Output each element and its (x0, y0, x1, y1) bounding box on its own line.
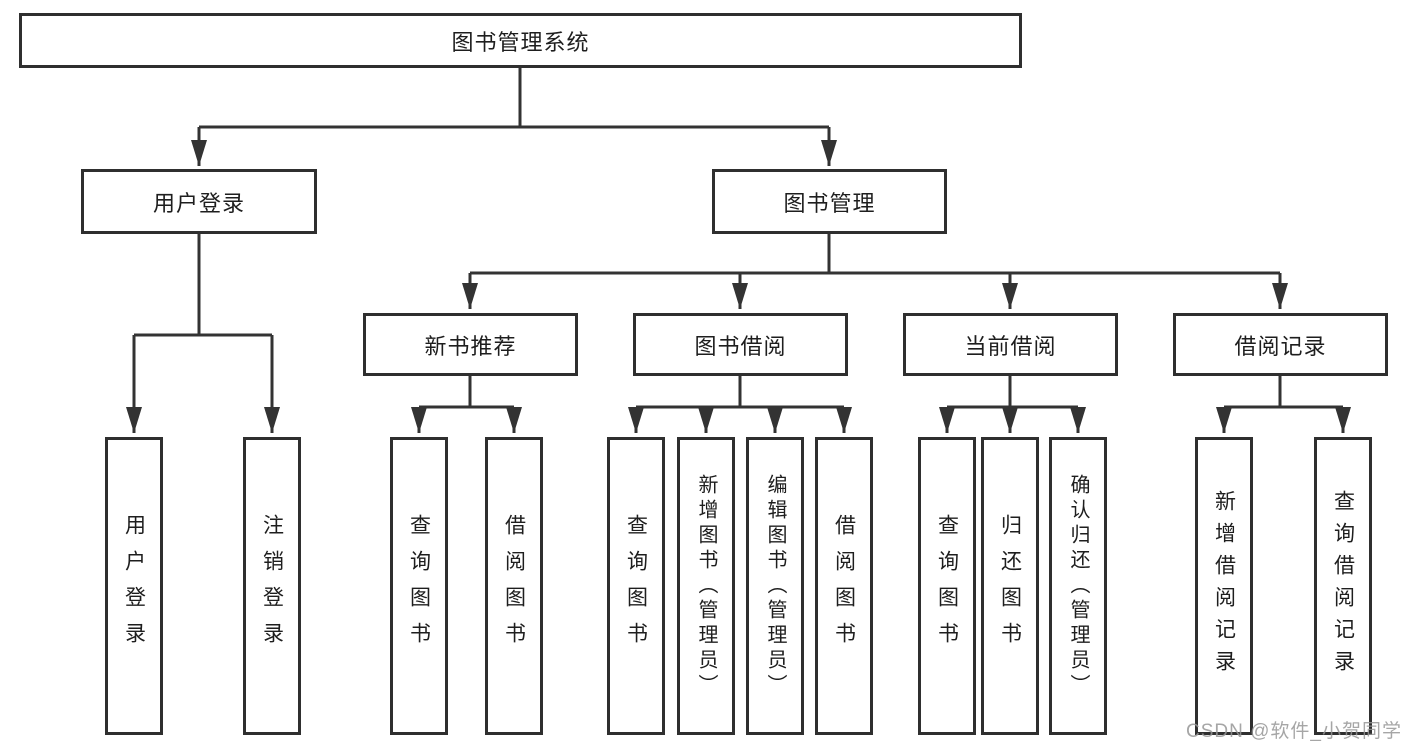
node-root-system: 图书管理系统 (19, 13, 1022, 68)
leaf-label: 查询图书 (935, 514, 959, 658)
node-leaf-borrow-books: 借阅图书 (815, 437, 873, 735)
leaf-label: 归还图书 (998, 514, 1022, 658)
node-leaf-add-books-admin: 新增图书（管理员） (677, 437, 735, 735)
arrow-stems (126, 127, 1351, 433)
node-current-borrowing: 当前借阅 (903, 313, 1118, 376)
leaf-label: 新增图书（管理员） (695, 473, 717, 699)
node-book-borrowing: 图书借阅 (633, 313, 848, 376)
leaf-label: 编辑图书（管理员） (764, 473, 786, 699)
leaf-label: 借阅图书 (832, 514, 856, 658)
node-leaf-logout: 注销登录 (243, 437, 301, 735)
node-leaf-return-books: 归还图书 (981, 437, 1039, 735)
leaf-label: 用户登录 (122, 514, 146, 658)
tree-trunk-lines (134, 68, 1343, 409)
leaf-label: 注销登录 (260, 514, 284, 658)
node-user-login: 用户登录 (81, 169, 317, 234)
leaf-label: 查询图书 (407, 514, 431, 658)
node-leaf-add-borrow-record: 新增借阅记录 (1195, 437, 1253, 735)
leaf-label: 查询图书 (624, 514, 648, 658)
node-book-management: 图书管理 (712, 169, 947, 234)
node-leaf-confirm-return-admin: 确认归还（管理员） (1049, 437, 1107, 735)
csdn-watermark: CSDN @软件_小贺同学 (1186, 721, 1402, 742)
node-leaf-query-books-current: 查询图书 (918, 437, 976, 735)
leaf-label: 新增借阅记录 (1212, 490, 1236, 682)
node-leaf-borrow-books-recommend: 借阅图书 (485, 437, 543, 735)
leaf-label: 查询借阅记录 (1331, 490, 1355, 682)
node-leaf-query-borrow-record: 查询借阅记录 (1314, 437, 1372, 735)
node-leaf-user-login: 用户登录 (105, 437, 163, 735)
node-leaf-query-books-recommend: 查询图书 (390, 437, 448, 735)
node-leaf-edit-books-admin: 编辑图书（管理员） (746, 437, 804, 735)
leaf-label: 借阅图书 (502, 514, 526, 658)
node-leaf-query-books-borrowing: 查询图书 (607, 437, 665, 735)
leaf-label: 确认归还（管理员） (1067, 473, 1089, 699)
node-new-book-recommend: 新书推荐 (363, 313, 578, 376)
node-borrowing-records: 借阅记录 (1173, 313, 1388, 376)
